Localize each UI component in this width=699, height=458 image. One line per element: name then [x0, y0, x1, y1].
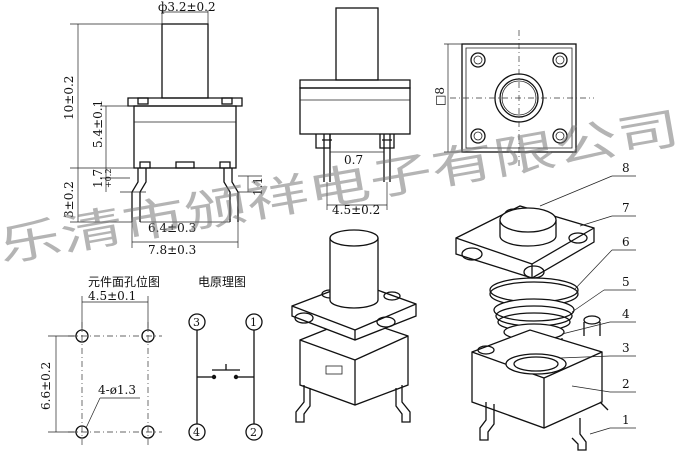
dim-height-body: 5.4±0.1	[91, 100, 105, 148]
schematic-title: 电原理图	[198, 275, 246, 289]
dim-hole-spec: 4-ø1.3	[98, 383, 136, 397]
dim-width-inner: 6.4±0.3	[148, 221, 196, 235]
dim-diameter: ф3.2±0.2	[158, 0, 216, 14]
part-label-8: 8	[622, 161, 630, 175]
dim-hole-pitch-y: 6.6±0.2	[39, 362, 53, 410]
dim-pin-pitch: 4.5±0.2	[332, 203, 380, 217]
part-label-3: 3	[622, 341, 630, 355]
dim-leg-offset-tol: +0.2	[104, 169, 113, 188]
dim-height-total: 10±0.2	[62, 76, 76, 120]
top-view: □8	[433, 30, 594, 166]
pin-4-label: 4	[193, 426, 200, 439]
part-label-4: 4	[622, 307, 630, 321]
assembled-view	[291, 229, 417, 423]
hole-layout: 元件面孔位图 4.5±0.1 6.6±0.2 4-ø1.3	[39, 274, 162, 446]
pin-1-label: 1	[250, 316, 257, 329]
dim-square: □8	[433, 87, 447, 106]
part-leaders: 8 7 6 5 4 3 2 1	[539, 161, 636, 435]
part-label-2: 2	[622, 377, 630, 391]
pin-2-label: 2	[250, 426, 257, 439]
dim-leg-height: 1.1	[251, 177, 265, 196]
dim-leg-len: 3±0.2	[62, 181, 76, 218]
dim-leg-offset: 1.7	[91, 169, 105, 188]
exploded-view	[455, 205, 609, 451]
front-view: ф3.2±0.2 10±0.2 5.4±0.1 1.7 +0.2 3±0.2 6…	[62, 0, 265, 257]
dim-pin-gap: 0.7	[344, 153, 363, 167]
dim-hole-pitch-x: 4.5±0.1	[88, 289, 136, 303]
dim-width-outer: 7.8±0.3	[148, 243, 196, 257]
part-label-7: 7	[622, 201, 630, 215]
part-label-6: 6	[622, 235, 630, 249]
part-label-5: 5	[622, 275, 630, 289]
schematic: 电原理图 3 1 4 2	[188, 275, 263, 441]
side-view: 0.7 4.5±0.2	[299, 7, 411, 217]
part-label-1: 1	[622, 413, 630, 427]
pin-3-label: 3	[193, 316, 200, 329]
hole-layout-title: 元件面孔位图	[88, 274, 160, 289]
